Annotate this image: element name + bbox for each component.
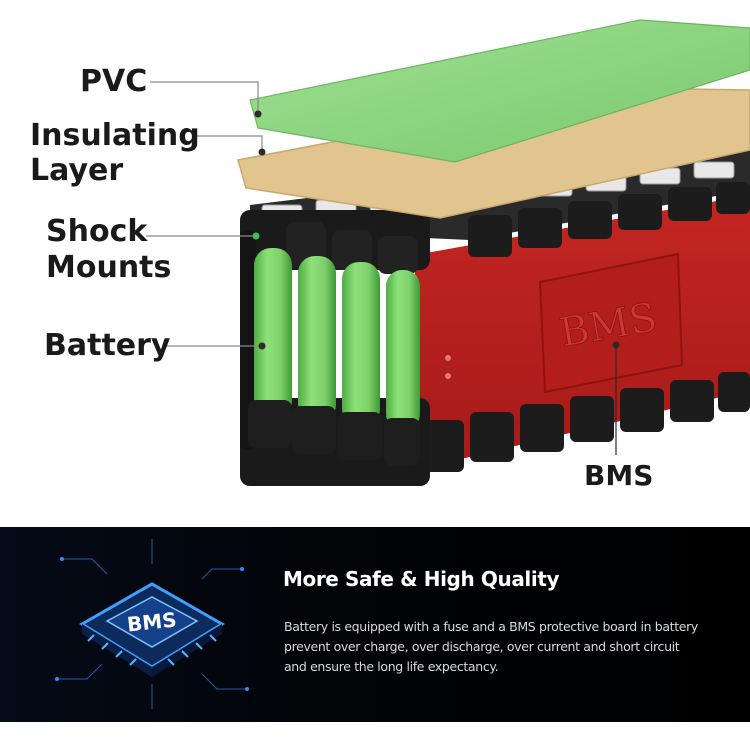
shock-mount-row-top — [468, 182, 750, 257]
banner-title: More Safe & High Quality — [283, 567, 560, 591]
banner-body: Battery is equipped with a fuse and a BM… — [284, 619, 698, 674]
battery-diagram: BMS — [30, 19, 750, 492]
label-insulating-line2: Layer — [30, 153, 124, 188]
label-shock-line2: Mounts — [46, 250, 172, 285]
feature-banner: BMS More Safe & High Quality Battery is … — [0, 527, 750, 722]
bms-chip-icon: BMS — [55, 539, 249, 709]
leader-lines — [146, 81, 263, 347]
label-pvc: PVC — [80, 64, 148, 99]
cell-caps-bottom — [248, 400, 420, 466]
shock-mount-row-bottom — [420, 372, 750, 472]
chip-label: BMS — [126, 607, 178, 636]
label-bms: BMS — [584, 459, 654, 492]
bms-board: BMS — [538, 252, 684, 394]
battery-pack-illustration: BMS — [146, 19, 750, 486]
label-battery: Battery — [44, 328, 171, 363]
pvc-layer — [249, 19, 750, 163]
bms-chip-graphic: BMS — [52, 539, 252, 709]
bottom-margin — [0, 722, 750, 750]
label-insulating-line1: Insulating — [30, 118, 200, 153]
label-shock-line1: Shock — [46, 214, 148, 249]
battery-cells — [254, 248, 420, 430]
